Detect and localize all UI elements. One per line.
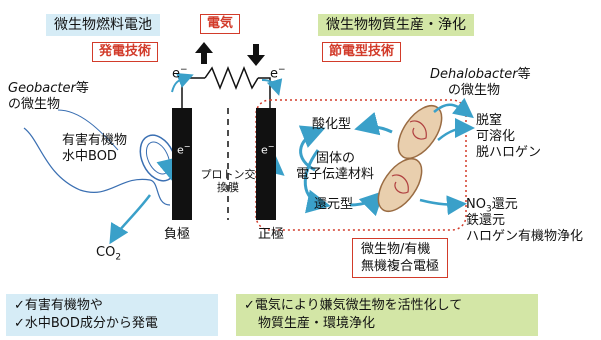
- material-label-line1: 固体の: [316, 151, 356, 166]
- reduction-arrow-right: [419, 195, 467, 216]
- oxidation-arrow: [298, 125, 326, 172]
- geobacter-label-line2: の微生物: [8, 97, 61, 112]
- co2-label: CO2: [96, 245, 122, 263]
- footer-right-line2: 物質生産・環境浄化: [258, 316, 376, 331]
- products-arrow: [437, 118, 475, 141]
- product-dehalogenation: 脱ハロゲン: [476, 145, 542, 160]
- cathode-label: 正極: [258, 227, 285, 242]
- geobacter-label: Geobacter等: [8, 81, 89, 96]
- footer-left-box: ✓有害有機物や ✓水中BOD成分から発電: [6, 294, 218, 336]
- composite-line2: 無機複合電極: [361, 259, 440, 274]
- oxidized-form-label: 酸化型: [312, 117, 352, 132]
- reduction-arrow: [303, 149, 331, 214]
- electron-label-left: e−: [172, 65, 188, 82]
- substrate-line1: 有害有機物: [62, 133, 128, 148]
- product-denitrification: 脱窒: [476, 113, 503, 128]
- footer-left-line1: ✓有害有機物や: [14, 298, 103, 313]
- production-title: 微生物物質生産・浄化: [318, 14, 474, 36]
- co2-arrow: [109, 194, 151, 245]
- dehalobacter-label-line2: の微生物: [448, 83, 501, 98]
- products-arrow-2: [433, 97, 474, 119]
- bacteria-to-oxidized-arrow: [354, 111, 393, 136]
- footer-left-line2: ✓水中BOD成分から発電: [14, 316, 158, 331]
- power-generation-tag: 発電技術: [92, 42, 159, 62]
- nitrate-reduction-label: NO3還元: [466, 197, 518, 215]
- cathode-electrode: e−: [256, 108, 276, 220]
- dehalobacter-cells: [377, 105, 443, 212]
- electron-label-right: e−: [270, 65, 286, 82]
- material-label-line2: 電子伝達材料: [296, 167, 375, 182]
- composite-line1: 微生物/有機: [361, 242, 431, 257]
- footer-right-line1: ✓電気により嫌気微生物を活性化して: [244, 298, 463, 313]
- membrane-label: プロトン交換膜: [200, 168, 256, 194]
- mfc-title: 微生物燃料電池: [46, 14, 160, 36]
- reduced-to-bacteria-arrow: [349, 190, 385, 217]
- dehalobacter-label: Dehalobacter等: [430, 67, 531, 82]
- composite-electrode-box: 微生物/有機 無機複合電極: [352, 238, 449, 278]
- halogen-purification-label: ハロゲン有機物浄化: [466, 229, 584, 244]
- electron-flow-arrow-left: [171, 73, 194, 93]
- anode-electrode: e−: [172, 108, 192, 220]
- microbe-tail: [23, 127, 171, 206]
- electricity-tag: 電気: [200, 14, 241, 34]
- product-solubilization: 可溶化: [476, 129, 516, 144]
- circuit-wire: [181, 65, 271, 108]
- cathode-region: [255, 99, 467, 231]
- iron-reduction-label: 鉄還元: [466, 213, 506, 228]
- substrate-line2: 水中BOD: [62, 149, 117, 164]
- reduced-form-label: 還元型: [314, 197, 354, 212]
- power-down-arrow: [247, 44, 265, 66]
- footer-right-box: ✓電気により嫌気微生物を活性化して 物質生産・環境浄化: [236, 294, 538, 336]
- power-up-arrow: [195, 42, 213, 64]
- anode-label: 負極: [164, 227, 191, 242]
- electron-flow-arrow-right: [261, 78, 283, 96]
- energy-saving-tag: 節電型技術: [322, 42, 402, 62]
